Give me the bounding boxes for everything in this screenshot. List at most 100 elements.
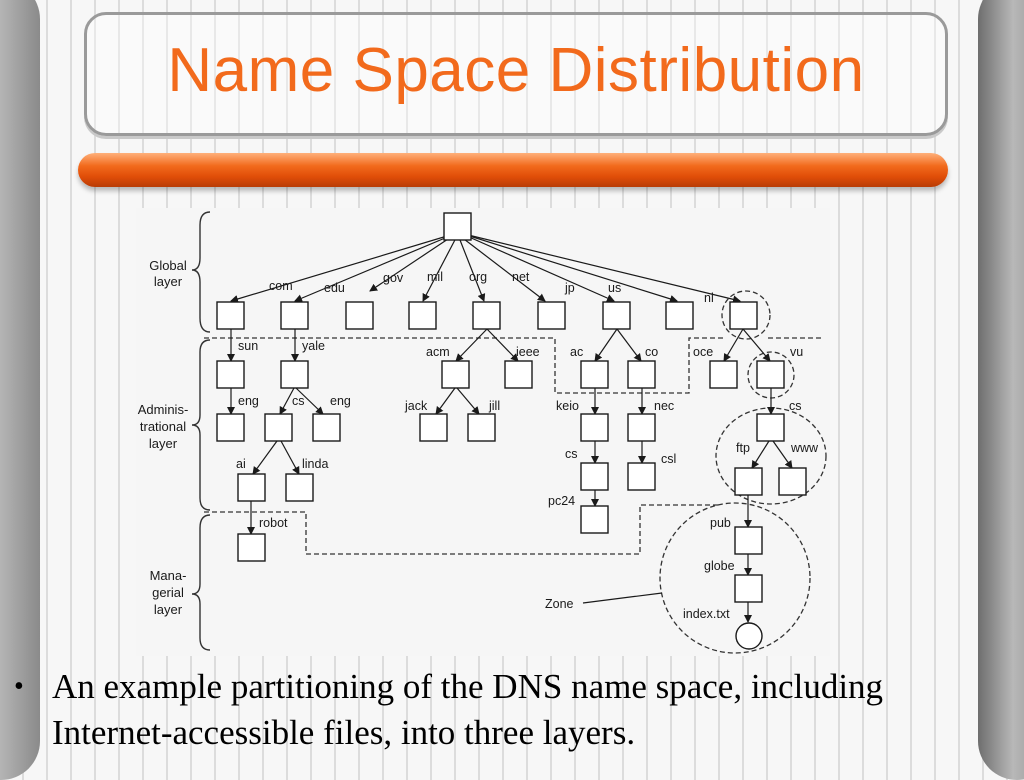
- caption: • An example partitioning of the DNS nam…: [14, 664, 1004, 756]
- label-jp: jp: [564, 281, 575, 295]
- node-jack: [419, 413, 448, 442]
- label-cs: cs: [789, 399, 802, 413]
- edge: [230, 232, 458, 303]
- label-pub: pub: [710, 516, 731, 530]
- zone-pointer-line: [582, 592, 663, 604]
- label-index-file: index.txt: [683, 607, 730, 621]
- label-edu: edu: [324, 281, 345, 295]
- label-ieee: ieee: [516, 345, 540, 359]
- node-ai: [237, 473, 266, 502]
- label-co: co: [645, 345, 658, 359]
- edge: [742, 328, 771, 362]
- edge: [279, 387, 295, 415]
- edge: [459, 239, 486, 302]
- bullet-marker: •: [14, 671, 24, 702]
- label-ac: ac: [570, 345, 583, 359]
- node-net: [537, 301, 566, 330]
- label-ai: ai: [236, 457, 246, 471]
- label-zone: Zone: [545, 597, 574, 611]
- node-www: [778, 467, 807, 496]
- node-co: [627, 360, 656, 389]
- node-nl: [729, 301, 758, 330]
- node-eng: [216, 413, 245, 442]
- label-www: www: [790, 441, 819, 455]
- node-csl: [627, 462, 656, 491]
- node-sun: [216, 360, 245, 389]
- edge: [435, 387, 456, 415]
- global-layer-brace: [191, 211, 211, 333]
- node-ftp: [734, 467, 763, 496]
- administrational-layer-brace: [191, 339, 211, 511]
- label-csl: csl: [661, 452, 676, 466]
- edge: [594, 328, 618, 362]
- label-ftp: ftp: [736, 441, 750, 455]
- label-robot: robot: [259, 516, 288, 530]
- edge: [723, 328, 744, 362]
- node-ieee: [504, 360, 533, 389]
- label-gov: gov: [383, 271, 404, 285]
- edge: [616, 328, 642, 362]
- edge: [751, 440, 770, 469]
- label-acm: acm: [426, 345, 450, 359]
- label-cs: cs: [565, 447, 578, 461]
- label-nl: nl: [704, 291, 714, 305]
- zone-circle-managerial: [659, 502, 811, 654]
- label-globe: globe: [704, 559, 735, 573]
- edge: [294, 232, 458, 302]
- zone-circle-nl: [721, 290, 771, 340]
- node-cs: [264, 413, 293, 442]
- node-gov: [345, 301, 374, 330]
- right-pillar-decoration: [978, 0, 1024, 780]
- label-pc24: pc24: [548, 494, 575, 508]
- label-linda: linda: [302, 457, 328, 471]
- label-eng: eng: [238, 394, 259, 408]
- caption-text: An example partitioning of the DNS name …: [52, 667, 884, 752]
- node-yale: [280, 360, 309, 389]
- edge: [459, 232, 615, 302]
- label-mil: mil: [427, 270, 443, 284]
- page-title: Name Space Distribution: [167, 36, 865, 105]
- edge: [486, 328, 519, 362]
- node-cs: [756, 413, 785, 442]
- label-org: org: [469, 270, 487, 284]
- node-ac: [580, 360, 609, 389]
- left-pillar-decoration: [0, 0, 40, 780]
- node-mil: [408, 301, 437, 330]
- label-com: com: [269, 279, 293, 293]
- node-cs: [580, 462, 609, 491]
- node-oce: [709, 360, 738, 389]
- edge: [295, 387, 324, 415]
- label-jill: jill: [488, 399, 500, 413]
- label-sun: sun: [238, 339, 258, 353]
- node-vu: [756, 360, 785, 389]
- edge: [422, 235, 458, 302]
- node-edu: [280, 301, 309, 330]
- label-nec: nec: [654, 399, 674, 413]
- admin-managerial-boundary: [204, 504, 718, 555]
- edge: [459, 232, 741, 304]
- title-frame: Name Space Distribution: [84, 12, 948, 136]
- node-com: [216, 301, 245, 330]
- edge: [459, 232, 678, 303]
- root-node: [443, 212, 472, 241]
- label-eng: eng: [330, 394, 351, 408]
- label-net: net: [512, 270, 530, 284]
- accent-bar: [78, 153, 948, 187]
- label-cs: cs: [292, 394, 305, 408]
- node-pc24: [580, 505, 609, 534]
- node-robot: [237, 533, 266, 562]
- edge: [369, 232, 458, 292]
- node-org: [472, 301, 501, 330]
- label-yale: yale: [302, 339, 325, 353]
- edge: [455, 328, 488, 362]
- node-jp: [602, 301, 631, 330]
- label-oce: oce: [693, 345, 713, 359]
- node-nec: [627, 413, 656, 442]
- node-pub: [734, 526, 763, 555]
- edge: [280, 440, 300, 475]
- label-vu: vu: [790, 345, 803, 359]
- node-jill: [467, 413, 496, 442]
